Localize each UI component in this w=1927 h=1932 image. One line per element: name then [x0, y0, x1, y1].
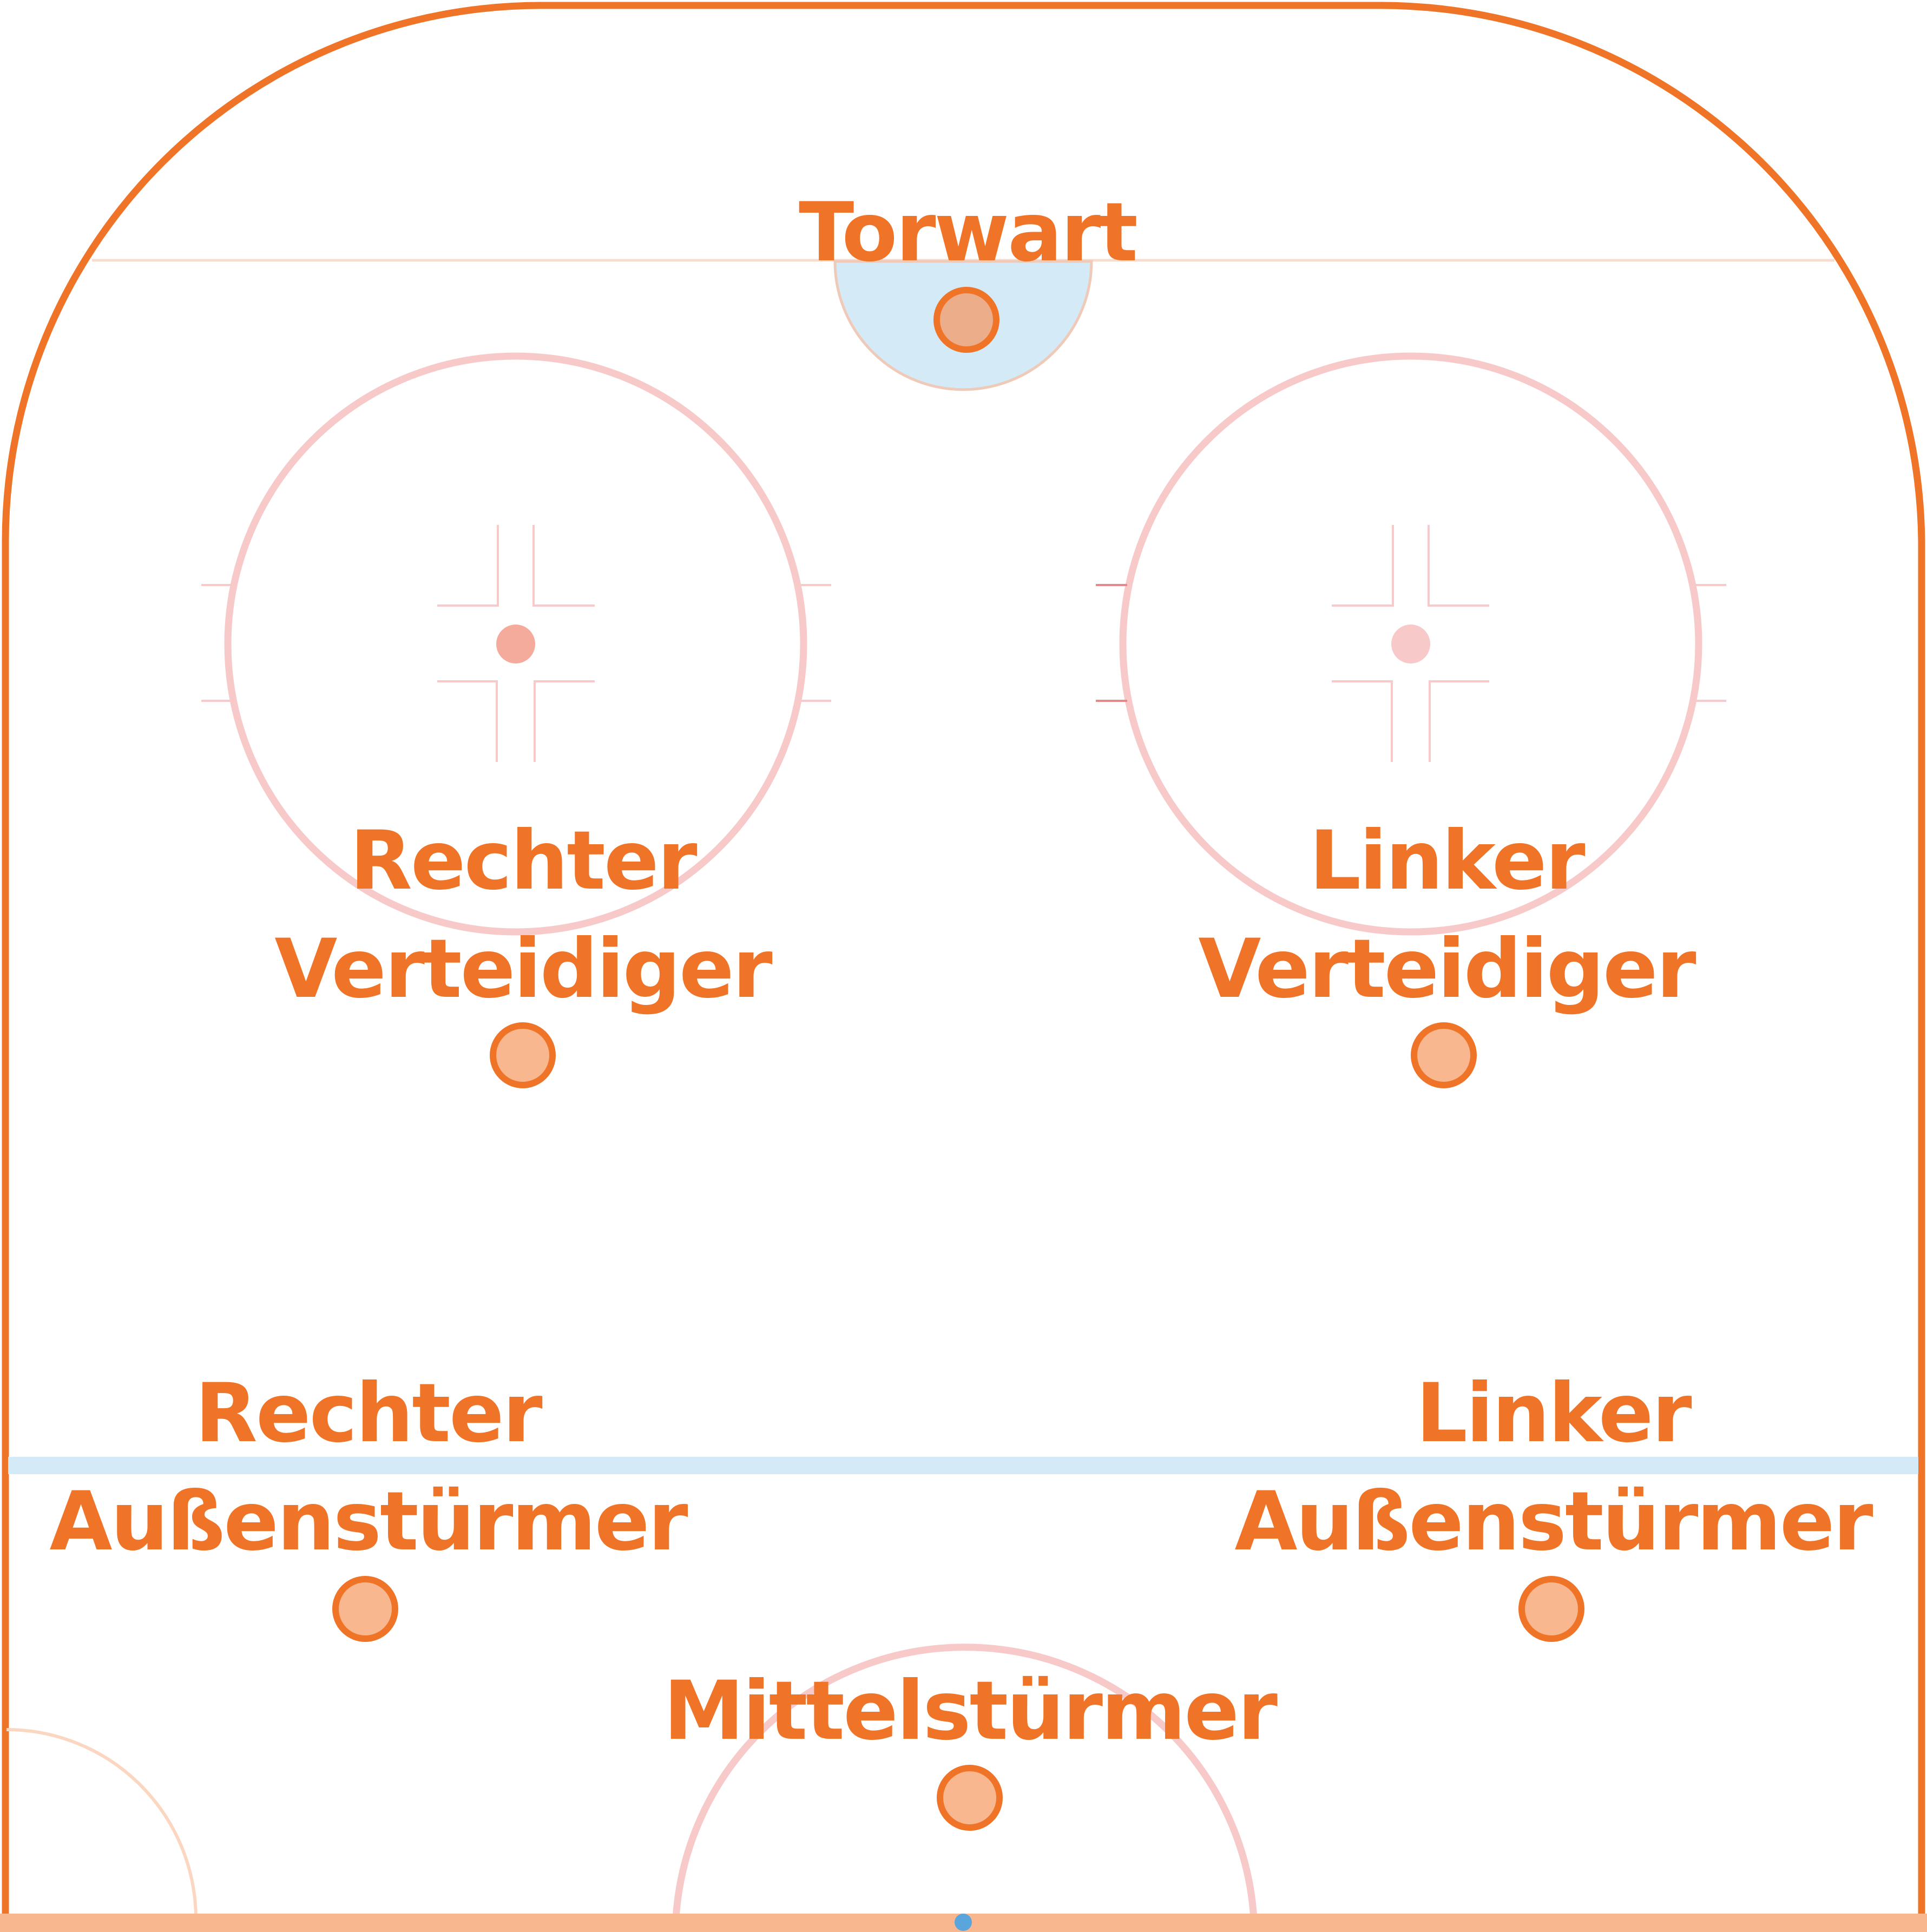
right-defense-marker: [490, 1022, 556, 1088]
left-defense-marker: [1411, 1022, 1477, 1088]
right-defense-label-line2: Verteidiger: [274, 922, 772, 1016]
right-wing-label-line2: Außenstürmer: [49, 1475, 688, 1569]
left-defense-label-line2: Verteidiger: [1198, 922, 1696, 1016]
goalie-label: Torwart: [799, 186, 1136, 280]
right-defense-label-line1: Rechter: [350, 814, 697, 908]
center-label: Mittelstürmer: [663, 1664, 1278, 1758]
faceoff-circle-right: [201, 352, 831, 936]
right-wing-marker: [332, 1576, 398, 1642]
faceoff-dot-right: [496, 625, 535, 663]
neutral-zone-spot-arc: [6, 1728, 198, 1920]
left-wing-label-line2: Außenstürmer: [1234, 1475, 1873, 1569]
left-wing-label-line1: Linker: [1416, 1366, 1692, 1461]
blue-line: [8, 1457, 1918, 1474]
goalie-marker: [933, 287, 999, 353]
left-defense-label-line1: Linker: [1309, 814, 1585, 908]
center-marker: [937, 1765, 1003, 1831]
right-wing-label-line1: Rechter: [195, 1366, 542, 1461]
faceoff-circle-left: [1096, 352, 1726, 936]
faceoff-dot-left: [1391, 625, 1430, 663]
left-wing-marker: [1518, 1576, 1584, 1642]
center-ice-circle: [672, 1644, 1258, 1920]
center-ice-dot: [955, 1914, 972, 1931]
